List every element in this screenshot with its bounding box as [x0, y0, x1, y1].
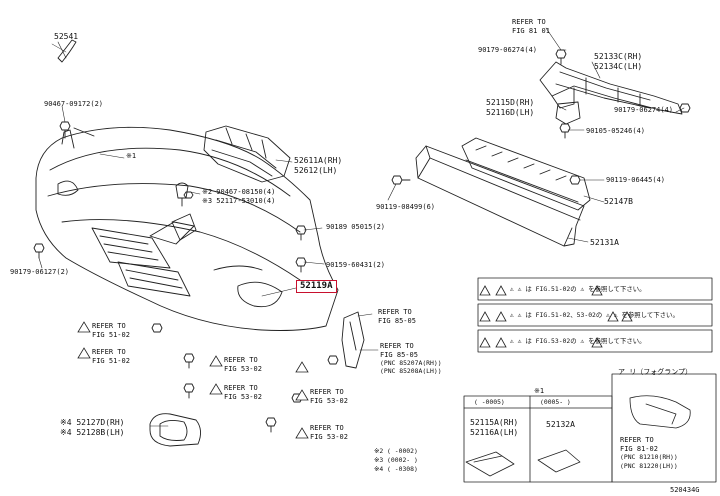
fog-inset-title: ア リ（フォグランプ） — [618, 368, 693, 376]
ref-e-line-1: REFER TO — [310, 388, 344, 396]
label-bolt-90179-06274-top: 90179-06274(4) — [478, 46, 538, 54]
label-refer-to-fig-81-01-b: FIG 81 01 — [512, 27, 550, 35]
energy-absorber-shape — [461, 137, 591, 211]
label-bolt-90179-06274-r: 90179-06274(4) — [614, 106, 674, 114]
label-clip-90467-08150: ※2 90467-08150(4) — [202, 188, 276, 196]
bumper-cover-shape — [35, 126, 339, 331]
label-absorber-52147B: 52147B — [604, 197, 633, 206]
footnote-x2: ※2 ( -0002) — [374, 447, 418, 455]
diagram-id: 520434G — [670, 486, 700, 494]
ref-f-line-1: REFER TO — [310, 424, 344, 432]
notice-line-2: ⚠ ⚠ は FIG.51-02、53-02の ⚠ ⚠ を参照して下さい。 — [510, 311, 679, 319]
label-bracket-52115D: 52115D(RH) — [486, 98, 535, 107]
ref-c-line-2: FIG 53-02 — [224, 365, 262, 373]
fog-ref-line-1: REFER TO — [620, 436, 654, 444]
ref-a-line-1: REFER TO — [92, 322, 126, 330]
label-absorber-52611: 52611A(RH) — [294, 156, 343, 165]
retainer-clip-shape — [175, 182, 189, 199]
fog-inset — [611, 373, 717, 483]
ref-h-line-3: (PNC 85207A(RH)) — [380, 359, 442, 367]
ref-g-line-1: REFER TO — [378, 308, 412, 316]
inset-label-52116A: 52116A(LH) — [470, 428, 519, 437]
label-bolt-90119-06445: 90119-06445(4) — [606, 176, 666, 184]
fog-cover-shape — [149, 413, 201, 447]
reinforcement-shape — [415, 145, 585, 247]
label-refer-to-fig-81-01-a: REFER TO — [512, 18, 546, 26]
label-screw-90179-06127: 90179-06127(2) — [10, 268, 70, 276]
inset-table — [463, 395, 613, 483]
ref-d-line-2: FIG 53-02 — [224, 393, 262, 401]
ref-a-line-2: FIG 51-02 — [92, 331, 130, 339]
ref-g-line-2: FIG 85-05 — [378, 317, 416, 325]
label-52119A-highlighted[interactable]: 52119A — [296, 280, 337, 293]
fog-ref-line-2: FIG 81-02 — [620, 445, 658, 453]
notice-line-1: ⚠ ⚠ は FIG.51-02の ⚠ を参照して下さい。 — [510, 285, 646, 293]
label-52541: 52541 — [54, 32, 79, 41]
ref-h-line-4: (PNC 85208A(LH)) — [380, 367, 442, 375]
ref-b-line-2: FIG 51-02 — [92, 357, 130, 365]
label-screw-90159: 90159-60431(2) — [326, 261, 386, 269]
fog-ref-line-4: (PNC 81220(LH)) — [620, 462, 678, 470]
inset-label-52115A: 52115A(RH) — [470, 418, 519, 427]
footnote-x3: ※3 (0002- ) — [374, 456, 418, 464]
inset-col1-header: ( -0005) — [474, 398, 505, 406]
ref-d-line-1: REFER TO — [224, 384, 258, 392]
ref-c-line-1: REFER TO — [224, 356, 258, 364]
label-bolt-90119-08499: 90119-08499(6) — [376, 203, 436, 211]
ref-b-line-1: REFER TO — [92, 348, 126, 356]
footnote-x4: ※4 ( -0308) — [374, 465, 418, 473]
label-fog-cover-52128: ※4 52128B(LH) — [60, 428, 125, 437]
fog-ref-line-3: (PNC 81210(RH)) — [620, 453, 678, 461]
label-bolt-90105-05246: 90105-05246(4) — [586, 127, 646, 135]
label-screw-90189: 90189 05015(2) — [326, 223, 386, 231]
inset-mark: ※1 — [534, 387, 545, 395]
label-bracket-52116D: 52116D(LH) — [486, 108, 535, 117]
ref-h-line-2: FIG 85-05 — [380, 351, 418, 359]
label-clip-52117-53010: ※3 52117-53010(4) — [202, 197, 276, 205]
ref-h-line-1: REFER TO — [380, 342, 414, 350]
label-bolt-90467-09172: 90467-09172(2) — [44, 100, 104, 108]
notice-line-3: ⚠ ⚠ は FIG.53-02の ⚠ を参照して下さい。 — [510, 337, 646, 345]
notice-boxes — [477, 277, 713, 353]
label-mark-x1: ※1 — [126, 152, 137, 160]
warning-triangles — [77, 285, 633, 439]
molding-strip-shape — [57, 39, 77, 63]
ref-f-line-2: FIG 53-02 — [310, 433, 348, 441]
label-fog-cover-52127: ※4 52127D(RH) — [60, 418, 125, 427]
inset-label-52132A: 52132A — [546, 420, 575, 429]
inset-col2-header: (0005- ) — [540, 398, 571, 406]
absorber-shape — [203, 125, 291, 183]
label-arm-52134C: 52134C(LH) — [594, 62, 643, 71]
label-absorber-52612: 52612(LH) — [294, 166, 338, 175]
label-reinforcement-52131A: 52131A — [590, 238, 619, 247]
bolt-shapes — [33, 49, 691, 433]
label-arm-52133C: 52133C(RH) — [594, 52, 643, 61]
ref-e-line-2: FIG 53-02 — [310, 397, 348, 405]
